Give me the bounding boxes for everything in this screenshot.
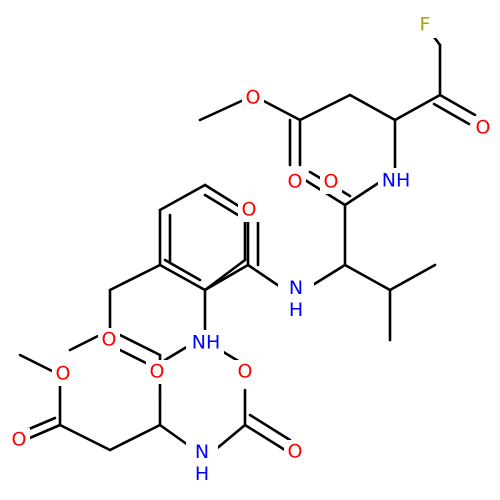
bond xyxy=(108,263,162,292)
bond xyxy=(256,96,302,122)
atom-oxygen-ester3-carbonyl: O xyxy=(102,329,117,351)
atom-fluorine: F xyxy=(420,14,431,36)
atom-oxygen-amide2: O xyxy=(242,199,257,221)
atom-oxygen-ester2: O xyxy=(56,363,71,385)
bond xyxy=(343,263,392,292)
atom-oxygen-ester1: O xyxy=(246,87,261,109)
atom-oxygen-cbz: O xyxy=(150,361,165,383)
bond xyxy=(393,93,442,122)
bond xyxy=(158,263,207,292)
bond xyxy=(23,423,62,442)
bond xyxy=(243,423,287,452)
bond xyxy=(306,263,347,290)
bond xyxy=(388,263,437,292)
bond xyxy=(163,258,202,282)
atom-oxygen-amide3: O xyxy=(238,361,253,383)
bond xyxy=(438,93,477,117)
bond xyxy=(213,423,247,452)
bond xyxy=(198,96,250,122)
atom-oxygen-amide1: O xyxy=(324,171,339,193)
bond xyxy=(203,193,240,217)
atom-nh-1: NH xyxy=(382,170,411,192)
bond xyxy=(432,102,471,126)
atom-oxygen-carbonyl1: O xyxy=(288,171,303,193)
atom-nh-3: NH xyxy=(192,332,221,354)
bond xyxy=(203,258,247,292)
atom-oxygen-ketone: O xyxy=(476,117,491,139)
bond xyxy=(246,263,284,290)
bond xyxy=(348,93,397,122)
bond xyxy=(108,423,162,452)
bond xyxy=(158,183,207,212)
bond xyxy=(343,180,382,207)
atom-oxygen-ester3: O xyxy=(12,429,27,451)
bond xyxy=(298,93,352,122)
bond xyxy=(248,413,292,442)
atom-oxygen-carbamate: O xyxy=(288,441,303,463)
bond xyxy=(58,423,112,452)
bond xyxy=(163,343,192,362)
